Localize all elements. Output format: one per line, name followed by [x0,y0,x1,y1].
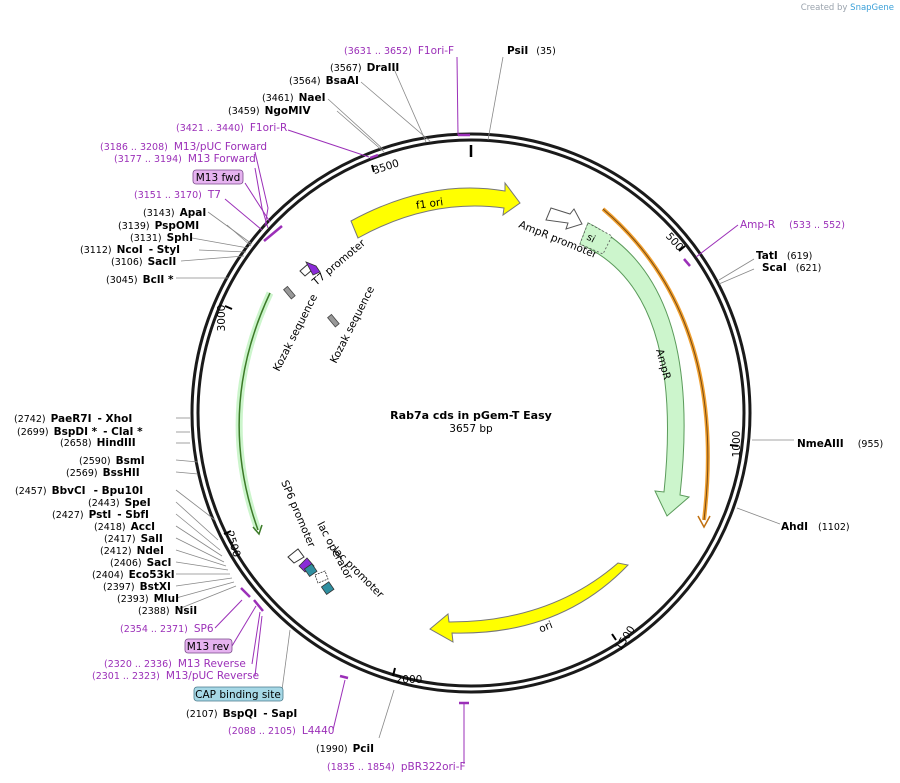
insert-arc-core [238,292,271,531]
site-tati: TatI(619) [756,250,812,262]
snapgene-credit: Created by SnapGene [800,3,894,13]
box-m13-fwd: M13 fwd [192,169,244,185]
ampr-arrow [579,222,691,517]
sp6-arrow [287,548,305,564]
site-psti-sbfi: (2427)PstI- SbfI [52,509,149,521]
ori-label: ori [537,619,554,635]
t7-purple-feature [305,261,321,276]
site-apai: (3143)ApaI [143,207,206,219]
lac-promoter-label: lac promoter [330,545,386,601]
insert-arc [235,291,274,532]
site-mlui: (2393)MluI [117,593,179,605]
sp6-promoter-label: SP6 promoter [278,478,317,549]
site-ncoi-styi: (3112)NcoI- StyI [80,244,180,256]
f1-ori-label: f1 ori [415,196,444,212]
snapgene-logo: SnapGene [850,3,894,13]
tick-3500: 3500 [372,157,401,177]
site-bspdi-clai: (2699)BspDI *- ClaI * [17,426,143,438]
site-naei: (3461)NaeI [262,92,326,104]
site-hindiii: (2658)HindIII [60,437,136,449]
primer-labels: (3631 .. 3652)F1ori-F (3421 .. 3440)F1or… [92,45,845,773]
kozak-box-2 [327,313,340,328]
plasmid-name: Rab7a cds in pGem-T Easy [390,409,552,422]
svg-text:CAP binding site: CAP binding site [195,689,281,701]
site-bbvci-bpu10i: (2457)BbvCI- Bpu10I [15,485,143,497]
tick-2000: 2000 [396,674,423,686]
plasmid-length: 3657 bp [449,423,493,435]
primer-sp6: (2354 .. 2371)SP6 [120,623,214,635]
insert-arc-head [252,524,263,536]
tick-500: 500 [663,231,685,254]
site-acci: (2418)AccI [94,521,155,533]
primer-l4440: (2088 .. 2105)L4440 [228,725,334,737]
primer-leaders [214,56,739,764]
primer-t7: (3151 .. 3170)T7 [134,189,221,201]
site-ahdi: AhdI(1102) [781,521,850,533]
ampr-promoter-arrow [545,207,583,230]
lac-teal-2 [320,581,335,595]
site-draiii: (3567)DraIII [330,62,399,74]
site-spei: (2443)SpeI [88,497,151,509]
site-sphi: (3131)SphI [130,232,193,244]
site-ngomiv: (3459)NgoMIV [228,105,311,117]
kozak-label-1: Kozak sequence [271,292,320,373]
site-pcii: (1990)PciI [316,743,374,755]
primer-amp-r: Amp-R(533 .. 552) [740,219,845,231]
primer-m13-puc-reverse: (2301 .. 2323)M13/pUC Reverse [92,670,259,682]
box-m13-rev: M13 rev [184,638,233,654]
svg-text:M13 rev: M13 rev [187,641,230,653]
site-bcli: (3045)BclI * [106,274,174,286]
lac-promoter-arrow [314,570,329,584]
amp-r-primer-head [697,515,711,529]
tick-3000: 3000 [216,305,228,332]
tick-1000: 1000 [731,431,743,458]
tick-marks [223,164,739,677]
site-sacii: (3106)SacII [111,256,176,268]
backbone-inner [196,138,746,688]
primer-f1ori-f: (3631 .. 3652)F1ori-F [344,45,454,57]
site-scai: ScaI(621) [762,262,821,274]
site-bspqi-sapi: (2107)BspQI- SapI [186,708,297,720]
amp-r-primer-arc-core [602,208,709,521]
backbone-outer [190,132,752,694]
primer-m13-forward: (3177 .. 3194)M13 Forward [114,153,256,165]
site-leaders [175,56,794,739]
primer-m13-puc-forward: (3186 .. 3208)M13/pUC Forward [100,141,267,153]
svg-text:M13 fwd: M13 fwd [196,172,241,184]
site-bstxi: (2397)BstXI [103,581,171,593]
site-psii: PsiI(35) [507,45,556,57]
site-saci: (2406)SacI [110,557,171,569]
lac-teal-1 [303,563,318,577]
site-paer7i-xhoi: (2742)PaeR7I- XhoI [14,413,132,425]
ori-arrow [429,562,629,643]
site-labels-left: (3567)DraIII (3564)BsaAI (3461)NaeI (345… [14,62,399,755]
primer-m13-reverse: (2320 .. 2336)M13 Reverse [104,658,246,670]
kozak-box-1 [283,285,296,300]
site-bsmi: (2590)BsmI [79,455,145,467]
site-sali: (2417)SalI [104,533,163,545]
site-bsshii: (2569)BssHII [66,467,140,479]
site-labels-right: PsiI(35) TatI(619) ScaI(621) NmeAIII(955… [507,45,883,533]
primer-f1ori-r: (3421 .. 3440)F1ori-R [176,122,287,134]
box-cap-binding-site: CAP binding site [193,686,284,702]
site-pspomi: (3139)PspOMI [118,220,199,232]
site-nmeaiii: NmeAIII(955) [797,438,883,450]
site-eco53ki: (2404)Eco53kI [92,569,175,581]
t7-promoter-label: T7 promoter [309,237,368,289]
site-bsaai: (3564)BsaAI [289,75,359,87]
f1-ori-arrow [350,181,521,239]
site-ndei: (2412)NdeI [100,545,164,557]
site-nsii: (2388)NsiI [138,605,197,617]
primer-pbr322ori-f: (1835 .. 1854)pBR322ori-F [327,761,466,773]
signal-peptide [579,222,613,255]
